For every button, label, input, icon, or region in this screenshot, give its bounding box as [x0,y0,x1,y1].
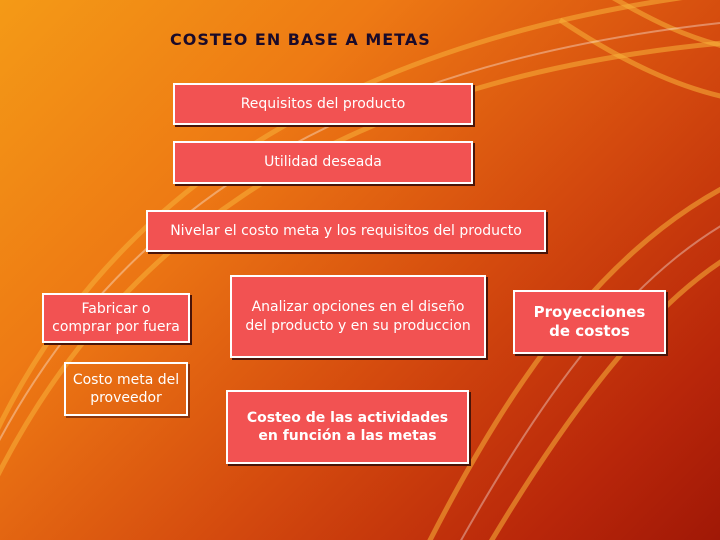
box-analizar-opciones: Analizar opciones en el diseño del produ… [230,275,486,358]
box-costeo-label: Costeo de las actividades en función a l… [246,409,449,444]
box-proyecciones-costos: Proyecciones de costos [513,290,666,354]
box-proyecciones-label: Proyecciones de costos [533,302,646,341]
box-fabricar-label: Fabricar o comprar por fuera [52,300,180,335]
box-costeo-actividades: Costeo de las actividades en función a l… [226,390,469,464]
box-utilidad-label: Utilidad deseada [264,154,382,171]
box-nivelar-costo: Nivelar el costo meta y los requisitos d… [146,210,546,252]
box-requisitos-producto: Requisitos del producto [173,83,473,125]
slide-title: COSTEO EN BASE A METAS [170,30,431,49]
box-requisitos-label: Requisitos del producto [240,95,406,112]
box-fabricar-comprar: Fabricar o comprar por fuera [42,293,190,343]
box-costo-meta-proveedor: Costo meta del proveedor [64,362,188,416]
box-utilidad-deseada: Utilidad deseada [173,141,473,184]
box-nivelar-label: Nivelar el costo meta y los requisitos d… [170,222,522,239]
box-costo-meta-label: Costo meta del proveedor [72,371,180,406]
box-analizar-label: Analizar opciones en el diseño del produ… [245,299,471,334]
